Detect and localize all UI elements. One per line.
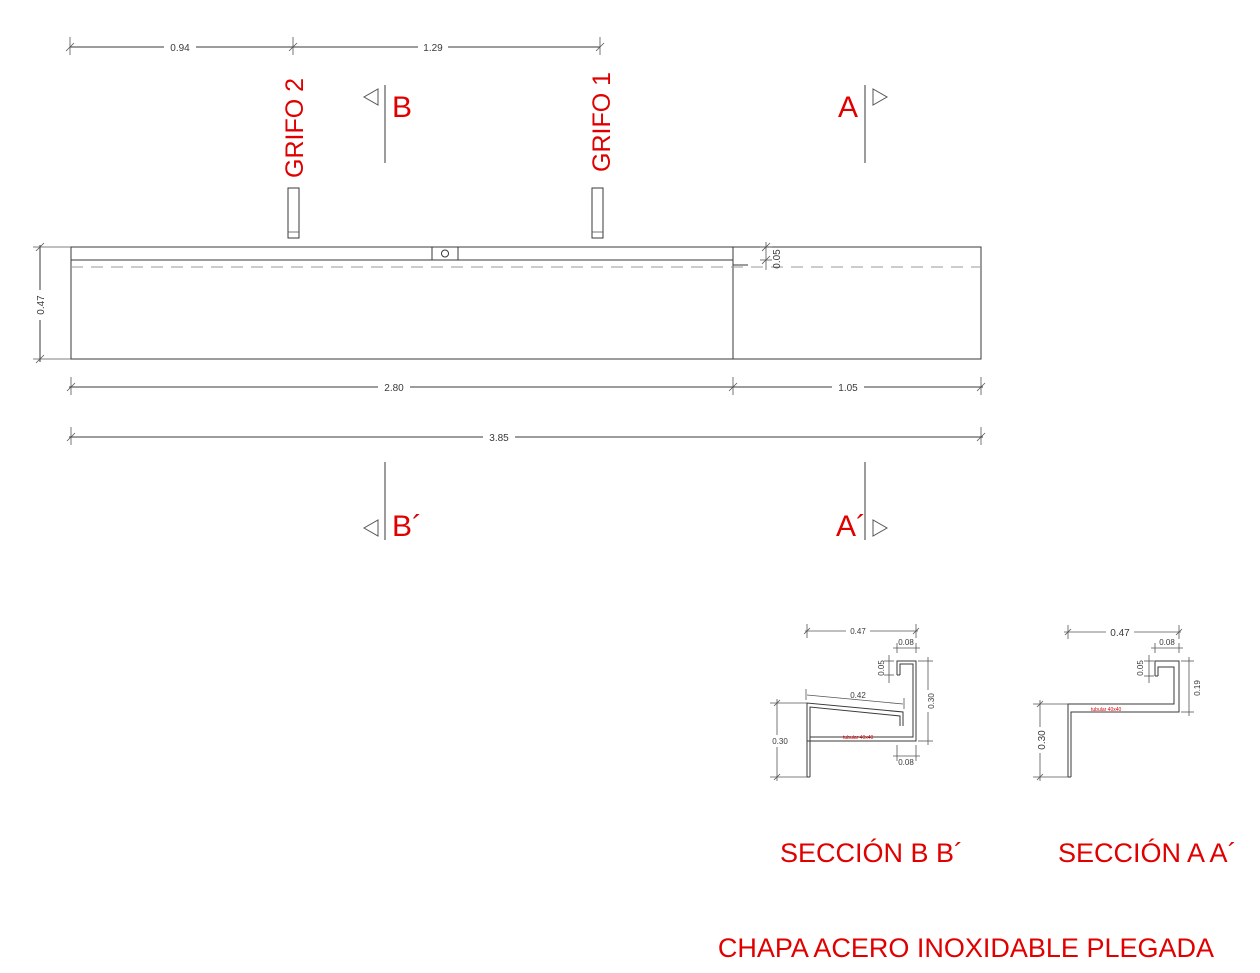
section-bb-bottom-lip: 0.08 <box>898 758 914 767</box>
dim-total-row: 3.85 <box>66 427 986 445</box>
section-mark-b-bottom: B´ <box>362 462 422 543</box>
section-aa-width: 0.47 <box>1110 628 1130 639</box>
section-aa-tube-label: tubular 40x40 <box>1091 707 1122 713</box>
section-bb-height-left: 0.30 <box>772 737 788 746</box>
dim-top-left: 0.94 <box>170 43 190 54</box>
countertop-plan <box>70 246 982 360</box>
section-bb-height-right: 0.30 <box>927 693 936 709</box>
section-label-b-top: B <box>392 91 412 124</box>
faucet-1: GRIFO 1 <box>588 72 616 239</box>
section-bb-flange: 0.05 <box>877 660 886 676</box>
faucet-label-2: GRIFO 2 <box>281 78 309 178</box>
section-bb-drawing: tubular 40x40 0.47 0.08 0.05 0.30 0.42 <box>770 624 936 781</box>
section-aa-drawing: tubular 40x40 0.47 0.08 0.05 0.19 0.30 <box>1033 625 1202 781</box>
dim-bottom-right: 1.05 <box>838 383 858 394</box>
section-aa-title: SECCIÓN A A´ <box>1058 837 1237 868</box>
dim-bottom-left: 2.80 <box>384 383 404 394</box>
dim-bottom-row: 2.80 1.05 <box>66 377 986 395</box>
section-aa-flange: 0.05 <box>1136 660 1145 676</box>
section-label-a-bottom: A´ <box>836 510 866 543</box>
dim-height-value: 0.47 <box>36 295 47 315</box>
section-aa-lip: 0.08 <box>1159 638 1175 647</box>
dim-total: 3.85 <box>489 433 509 444</box>
section-bb-slope: 0.42 <box>850 691 866 700</box>
section-mark-a-bottom: A´ <box>836 462 889 543</box>
section-mark-a-top: A <box>838 85 889 163</box>
section-bb-lip: 0.08 <box>898 638 914 647</box>
section-bb-width: 0.47 <box>850 627 866 636</box>
dim-lip-value: 0.05 <box>772 249 783 269</box>
dim-lip: 0.05 <box>760 242 783 270</box>
faucet-label-1: GRIFO 1 <box>588 72 616 172</box>
section-bb-title: SECCIÓN B B´ <box>780 837 963 868</box>
section-bb-tube-label: tubular 40x40 <box>843 735 874 741</box>
section-label-a-top: A <box>838 91 858 124</box>
top-dimension-line: 0.94 1.29 <box>65 37 605 55</box>
dim-top-right: 1.29 <box>423 43 443 54</box>
section-aa-height-left: 0.30 <box>1037 730 1048 750</box>
section-aa-height-right: 0.19 <box>1193 680 1202 696</box>
dim-height-left: 0.47 <box>30 242 71 364</box>
material-note: CHAPA ACERO INOXIDABLE PLEGADA <box>718 933 1214 963</box>
faucet-2: GRIFO 2 <box>281 78 309 239</box>
section-mark-b-top: B <box>362 85 412 163</box>
section-label-b-bottom: B´ <box>392 510 422 543</box>
